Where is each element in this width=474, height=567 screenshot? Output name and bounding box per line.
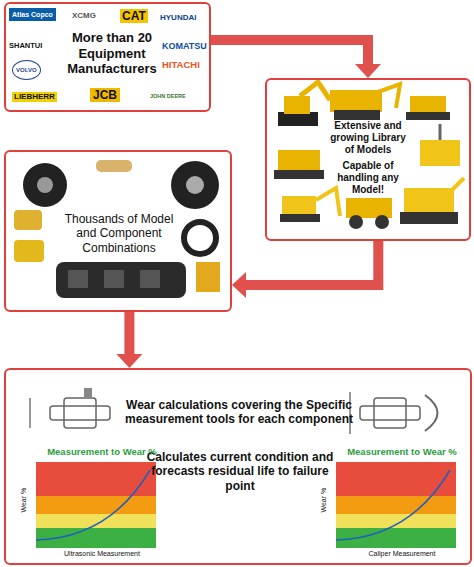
axis-label: Wear %: [320, 470, 328, 530]
box-text: Wear calculations covering the Specific …: [124, 398, 354, 427]
component-drawings: [14, 160, 220, 298]
brand-logo: CAT: [120, 9, 148, 23]
process-box: Thousands of Model and Component Combina…: [4, 150, 232, 312]
arrow-shaft: [211, 40, 368, 66]
wear-chart: Measurement to Wear % Wear % Ultrasonic Me…: [14, 446, 170, 564]
arrow-head: [355, 64, 381, 78]
chart-title: Measurement to Wear %: [334, 446, 470, 457]
process-box: Extensive and growing Library of ModelsC…: [265, 78, 471, 241]
brand-logo: VOLVO: [12, 60, 41, 80]
flow-arrow: [211, 40, 381, 78]
machine-drawings: [274, 82, 464, 229]
box-text: Extensive and growing Library of Models: [325, 120, 411, 156]
box-text: Calculates current condition and forecas…: [146, 450, 334, 493]
box-text: More than 20 Equipment Manufacturers: [56, 30, 168, 77]
box-text: Thousands of Model and Component Combina…: [54, 212, 184, 255]
arrow-head: [116, 354, 142, 368]
arrow-head: [232, 272, 246, 298]
axis-label: Wear %: [20, 470, 28, 530]
brand-logo: Atlas Copco: [9, 8, 56, 21]
measurement-tools: [30, 388, 438, 434]
arrow-shaft: [124, 312, 134, 356]
wear-chart: Measurement to Wear % Wear % Caliper Measu…: [314, 446, 470, 564]
brand-logo: HITACHI: [162, 60, 200, 70]
axis-label: Caliper Measurement: [334, 550, 470, 558]
brand-logo: XCMG: [72, 12, 96, 20]
arrow-shaft: [244, 241, 378, 285]
flow-arrow: [232, 241, 378, 298]
brand-logo: HYUNDAI: [160, 14, 196, 22]
brand-logo: SHANTUI: [9, 42, 42, 50]
brand-logo: KOMATSU: [162, 42, 207, 51]
chart-title: Measurement to Wear %: [34, 446, 170, 457]
process-box: Wear calculations covering the Specific …: [4, 368, 472, 565]
flow-arrow: [116, 312, 142, 368]
brand-logo: JOHN DEERE: [150, 94, 186, 100]
brand-logo: LIEBHERR: [12, 92, 57, 102]
axis-label: Ultrasonic Measurement: [34, 550, 170, 558]
box-text: Capable of handling any Model!: [325, 160, 411, 196]
brand-logo: JCB: [90, 88, 120, 102]
